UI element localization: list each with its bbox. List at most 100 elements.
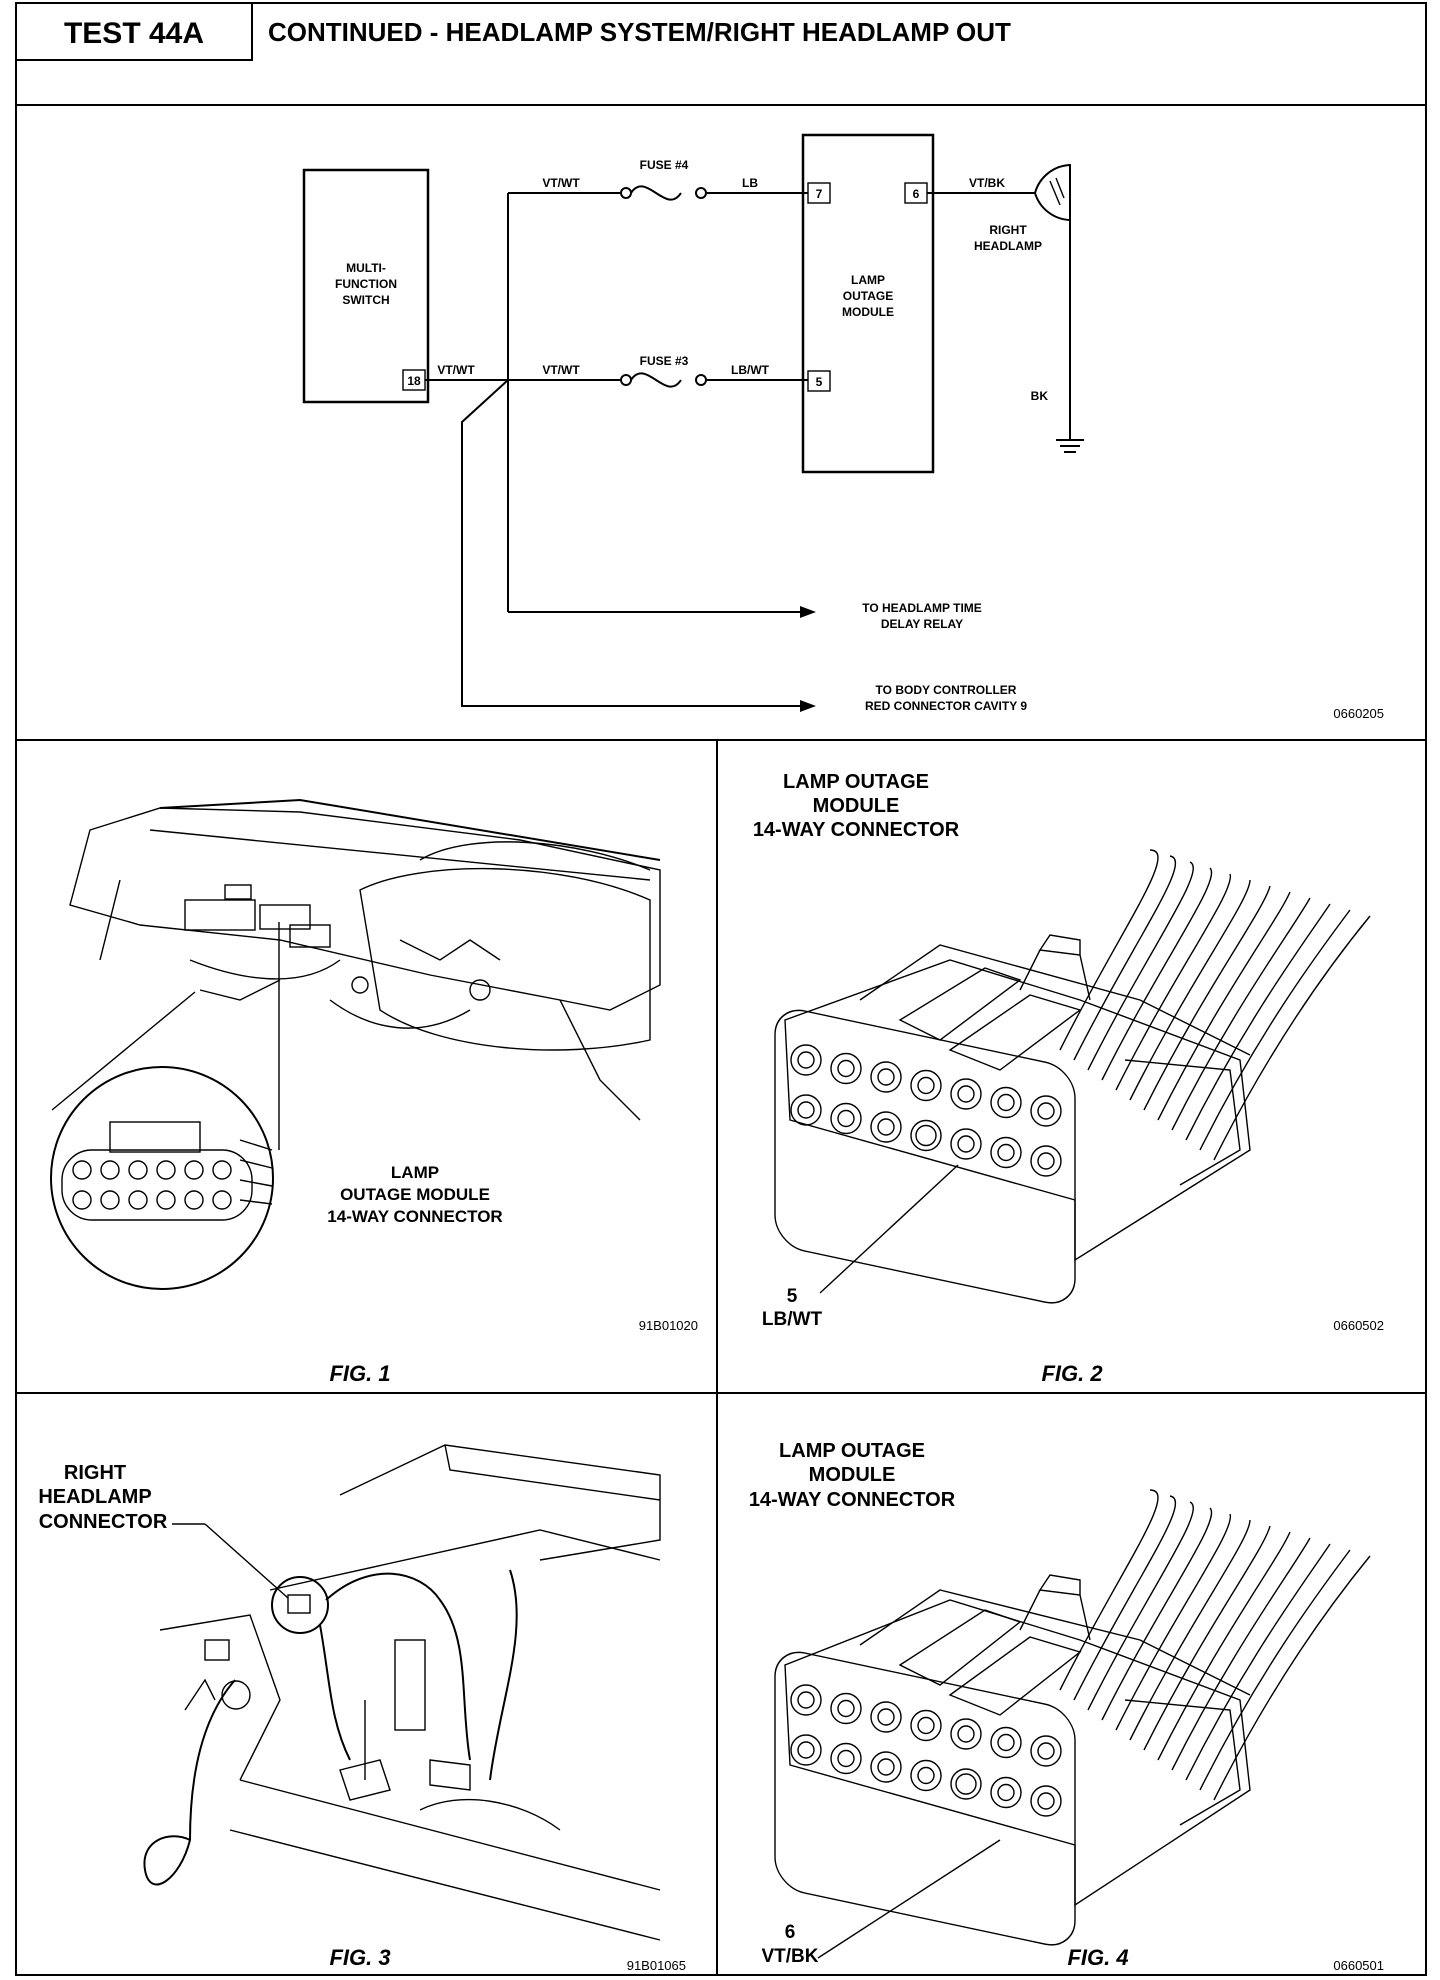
connector-cavity: [830, 1052, 862, 1085]
connector-cavity: [100, 1190, 120, 1210]
harness-wire: [1073, 1495, 1177, 1701]
connector-cavity: [1030, 1785, 1062, 1817]
connector-cavity: [790, 1044, 822, 1076]
connector-cavity: [910, 1709, 942, 1742]
fig-2-pin-num: 5: [787, 1286, 798, 1307]
harness-wire: [1073, 855, 1177, 1061]
harness-wire: [1115, 873, 1232, 1091]
fig-3-label-3: CONNECTOR: [39, 1511, 168, 1533]
harness-wire: [1115, 1513, 1232, 1731]
connector-cavity: [184, 1160, 204, 1180]
arrow-2-line-2: RED CONNECTOR CAVITY 9: [865, 699, 1027, 713]
harness-wire: [1059, 1489, 1159, 1691]
harness-wire: [1185, 903, 1331, 1141]
fig-3-label-2: HEADLAMP: [38, 1486, 151, 1508]
connector-cavity: [72, 1160, 92, 1180]
highlighted-cavity: [955, 1773, 977, 1795]
connector-cavity: [950, 1718, 982, 1750]
connector-cavity: [830, 1102, 862, 1135]
connector-cavity-inner: [997, 1143, 1015, 1162]
harness-wire: [1213, 1555, 1371, 1801]
wire-top-left: VT/WT: [542, 176, 580, 190]
wire-top-right: LB: [742, 176, 758, 190]
harness-wire: [1171, 897, 1311, 1131]
connector-cavity: [830, 1742, 862, 1775]
harness-wire: [1199, 909, 1351, 1151]
wire-lom-out: VT/BK: [969, 176, 1005, 190]
connector-cavity: [950, 1078, 982, 1110]
connector-cavity-inner: [1037, 1742, 1055, 1760]
connector-cavity: [870, 1751, 902, 1783]
test-id: TEST 44A: [64, 17, 204, 50]
harness-wire: [1129, 879, 1251, 1101]
connector-cavity-inner: [997, 1733, 1015, 1752]
connector-cavity-inner: [957, 1725, 975, 1743]
connector-cavity: [790, 1094, 822, 1126]
fig-4-connector-illustration: LAMP OUTAGE MODULE 14-WAY CONNECTOR 6 VT…: [749, 1440, 1384, 1973]
arrow-1-line-2: DELAY RELAY: [881, 617, 963, 631]
connector-cavity: [790, 1734, 822, 1766]
fig-1-dashboard-illustration: LAMP OUTAGE MODULE 14-WAY CONNECTOR 91B0…: [50, 798, 698, 1386]
harness-wire: [1213, 915, 1371, 1161]
connector-cavity-inner: [797, 1691, 815, 1709]
fig-1-label-3: 14-WAY CONNECTOR: [327, 1207, 502, 1226]
connector-cavity-inner: [797, 1051, 815, 1069]
fig-3-headlamp-connector-illustration: RIGHT HEADLAMP CONNECTOR 91B01065 FIG. 3: [38, 1444, 686, 1973]
fuse-4-label: FUSE #4: [640, 158, 689, 172]
lom-label-3: MODULE: [842, 305, 894, 319]
harness-wire: [1171, 1537, 1311, 1771]
connector-cavity-inner: [837, 1699, 855, 1718]
connector-cavity-inner: [797, 1101, 815, 1119]
fig-2-pin-wire: LB/WT: [762, 1309, 823, 1330]
connector-cavity-inner: [917, 1076, 935, 1095]
fig-4-code: 0660501: [1333, 1958, 1384, 1973]
harness-wire: [1087, 1501, 1194, 1711]
fig-1-connector-detail: [61, 1121, 273, 1221]
connector-cavity-inner: [957, 1135, 975, 1153]
connector-cavity: [156, 1190, 176, 1210]
fig-1-code: 91B01020: [639, 1318, 698, 1333]
connector-cavity: [156, 1160, 176, 1180]
fig-1-label-2: OUTAGE MODULE: [340, 1185, 490, 1204]
connector-cavity: [128, 1160, 148, 1180]
connector-cavity-inner: [997, 1093, 1015, 1112]
connector-cavity: [990, 1136, 1022, 1169]
connector-cavity-inner: [837, 1059, 855, 1078]
fig-4-title-1: LAMP OUTAGE: [779, 1440, 925, 1462]
page-title: CONTINUED - HEADLAMP SYSTEM/RIGHT HEADLA…: [268, 17, 1011, 47]
test-id-box: [15, 2, 253, 61]
connector-cavity: [990, 1086, 1022, 1119]
fig-2-code: 0660502: [1333, 1318, 1384, 1333]
connector-cavity-inner: [1037, 1102, 1055, 1120]
connector-cavity-inner: [877, 1118, 895, 1136]
fig-4-pin-wire: VT/BK: [762, 1946, 819, 1967]
mfs-label-3: SWITCH: [342, 293, 389, 307]
harness-wire: [1129, 1519, 1251, 1741]
headlamp-label-2: HEADLAMP: [974, 239, 1042, 253]
fig-2-pin-leader: [819, 1164, 959, 1294]
harness-wire: [1199, 1549, 1351, 1791]
headlamp-label-1: RIGHT: [989, 223, 1027, 237]
fig-4-title-3: 14-WAY CONNECTOR: [749, 1489, 956, 1511]
fig-4-title-2: MODULE: [809, 1464, 896, 1486]
highlighted-cavity: [915, 1124, 937, 1147]
connector-cavity: [910, 1759, 942, 1792]
lom-label-2: OUTAGE: [843, 289, 893, 303]
lom-label-1: LAMP: [851, 273, 885, 287]
connector-cavity: [910, 1069, 942, 1102]
mfs-pin: 18: [407, 374, 421, 388]
connector-cavity-inner: [917, 1766, 935, 1785]
connector-cavity: [1030, 1095, 1062, 1127]
connector-cavity: [870, 1111, 902, 1143]
connector-cavity: [910, 1119, 942, 1152]
harness-wire: [1143, 1525, 1271, 1751]
harness-wire: [1185, 1543, 1331, 1781]
fig-1-caption: FIG. 1: [329, 1361, 390, 1386]
fig-2-caption: FIG. 2: [1041, 1361, 1103, 1386]
connector-cavity-inner: [917, 1716, 935, 1735]
connector-cavity: [212, 1190, 232, 1210]
connector-cavity: [950, 1128, 982, 1160]
connector-cavity: [128, 1190, 148, 1210]
connector-cavity-inner: [997, 1783, 1015, 1802]
wire-mfs-out: VT/WT: [437, 363, 475, 377]
